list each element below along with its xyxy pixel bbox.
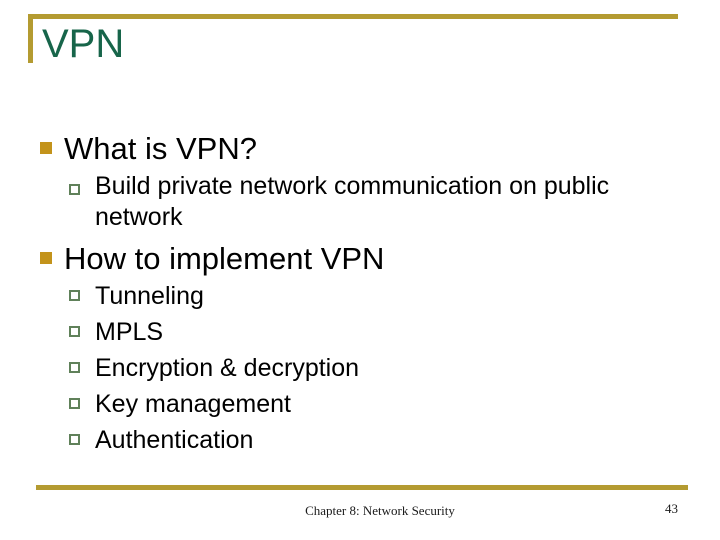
level1-bullet-square-icon — [40, 252, 52, 264]
level2-bullet-square-icon — [69, 362, 80, 373]
sub-bullet-encryption-decryption: Encryption & decryption — [95, 354, 360, 382]
page-title: VPN — [42, 22, 125, 66]
sub-bullet-key-management: Key management — [95, 390, 291, 418]
bullet-item-how-to-implement-vpn: How to implement VPN — [64, 241, 385, 276]
title-left-gold-rule — [28, 14, 33, 63]
sub-bullet-build-private-network: Build private network communication on p… — [95, 172, 610, 231]
level2-bullet-square-icon — [69, 434, 80, 445]
level1-bullet-square-icon — [40, 142, 52, 154]
sub-bullet-tunneling: Tunneling — [95, 282, 204, 310]
top-gold-rule — [28, 14, 678, 19]
footer-chapter-label: Chapter 8: Network Security — [305, 503, 455, 518]
level2-bullet-square-icon — [69, 184, 80, 195]
slide-page-number: 43 — [665, 501, 678, 516]
level2-bullet-square-icon — [69, 326, 80, 337]
bottom-gold-rule — [36, 485, 688, 490]
sub-bullet-authentication: Authentication — [95, 426, 254, 454]
level2-bullet-square-icon — [69, 290, 80, 301]
level2-bullet-square-icon — [69, 398, 80, 409]
sub-bullet-mpls: MPLS — [95, 318, 164, 346]
bullet-item-what-is-vpn: What is VPN? — [64, 131, 257, 166]
